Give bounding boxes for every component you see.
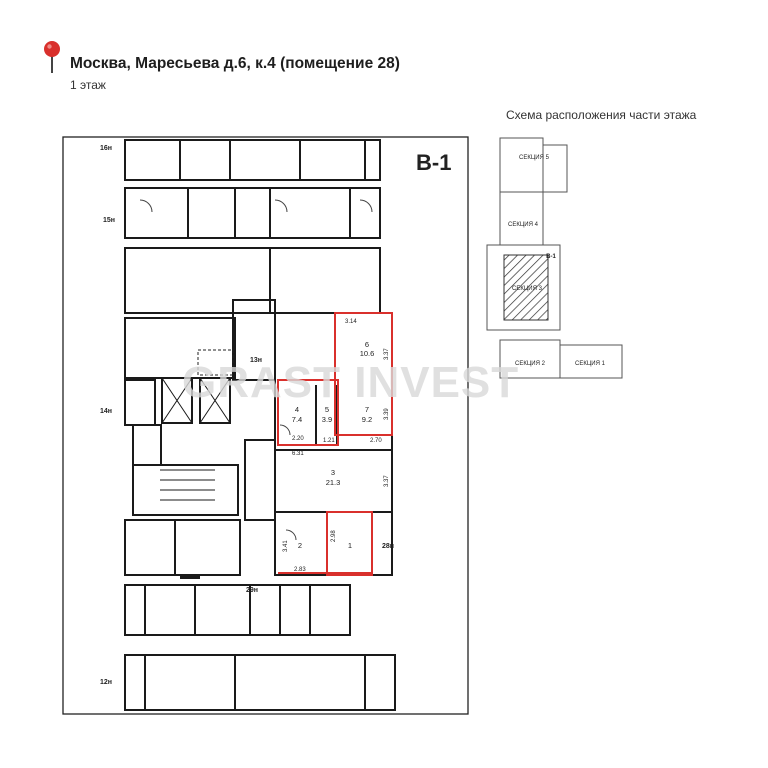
scheme-block-label: В-1: [546, 254, 556, 260]
dimension-labels: 3.14 3.37 3.39 2.20 1.21 2.70 6.31 3.37 …: [283, 319, 390, 573]
door-marks: [139, 199, 373, 541]
room-1-number: 1: [348, 541, 352, 550]
axis-label-14n: 14н: [100, 408, 112, 415]
room-2-number: 2: [298, 541, 302, 550]
axis-label-13n: 13н: [250, 357, 262, 364]
room-7-number: 7: [365, 405, 369, 414]
scheme-section-2: СЕКЦИЯ 2: [515, 361, 546, 367]
scheme-section-3: СЕКЦИЯ 3: [512, 286, 543, 292]
room-3-number: 3: [331, 468, 335, 477]
axis-label-15n: 15н: [103, 217, 115, 224]
room-labels: 6 10.6 4 7.4 5 3.9 7 9.2 3 21.3 2 1: [292, 340, 375, 550]
axis-labels: 16н 15н 14н 13н 12н 28н 29н: [100, 145, 394, 686]
dim-2-98: 2.98: [331, 530, 337, 542]
room-5-area: 3.9: [322, 415, 332, 424]
scheme-highlight-section: [503, 254, 549, 321]
scheme-title: Схема расположения части этажа: [506, 108, 697, 122]
room-7-area: 9.2: [362, 415, 372, 424]
dim-2-70: 2.70: [370, 438, 382, 444]
scheme-section-5: СЕКЦИЯ 5: [519, 155, 550, 161]
dim-1-21: 1.21: [323, 438, 335, 444]
axis-label-28n: 28н: [382, 543, 394, 550]
room-5-number: 5: [325, 405, 329, 414]
highlighted-rooms: [277, 312, 393, 576]
axis-label-12n: 12н: [100, 679, 112, 686]
dim-2-83: 2.83: [294, 567, 306, 573]
dim-3-39: 3.39: [384, 408, 390, 420]
scheme-labels: СЕКЦИЯ 5 СЕКЦИЯ 4 СЕКЦИЯ 3 СЕКЦИЯ 2 СЕКЦ…: [508, 155, 606, 367]
scheme-section-4: СЕКЦИЯ 4: [508, 222, 539, 228]
location-pin-icon: [44, 41, 60, 73]
walls: [124, 139, 396, 711]
dim-3-37-b: 3.37: [384, 475, 390, 487]
floor-label: 1 этаж: [70, 78, 106, 92]
room-6-area: 10.6: [360, 349, 375, 358]
room-4-area: 7.4: [292, 415, 302, 424]
dim-3-41: 3.41: [283, 540, 289, 552]
room-4-number: 4: [295, 405, 299, 414]
axis-label-16n: 16н: [100, 145, 112, 152]
axis-label-29n: 29н: [246, 587, 258, 594]
room-6-number: 6: [365, 340, 369, 349]
entrance-mark: [180, 574, 200, 579]
address-title: Москва, Маресьева д.6, к.4 (помещение 28…: [70, 55, 400, 72]
dim-6-31: 6.31: [292, 451, 304, 457]
dim-3-14: 3.14: [345, 319, 357, 325]
watermark: GRAST INVEST: [182, 358, 520, 407]
plan-frame: [62, 136, 469, 715]
room-3-area: 21.3: [326, 478, 341, 487]
hatched-area: [197, 349, 234, 376]
dim-2-20: 2.20: [292, 436, 304, 442]
block-label: В-1: [416, 150, 451, 175]
dim-3-37-a: 3.37: [384, 348, 390, 360]
scheme-section-1: СЕКЦИЯ 1: [575, 361, 606, 367]
location-scheme: [486, 137, 623, 379]
